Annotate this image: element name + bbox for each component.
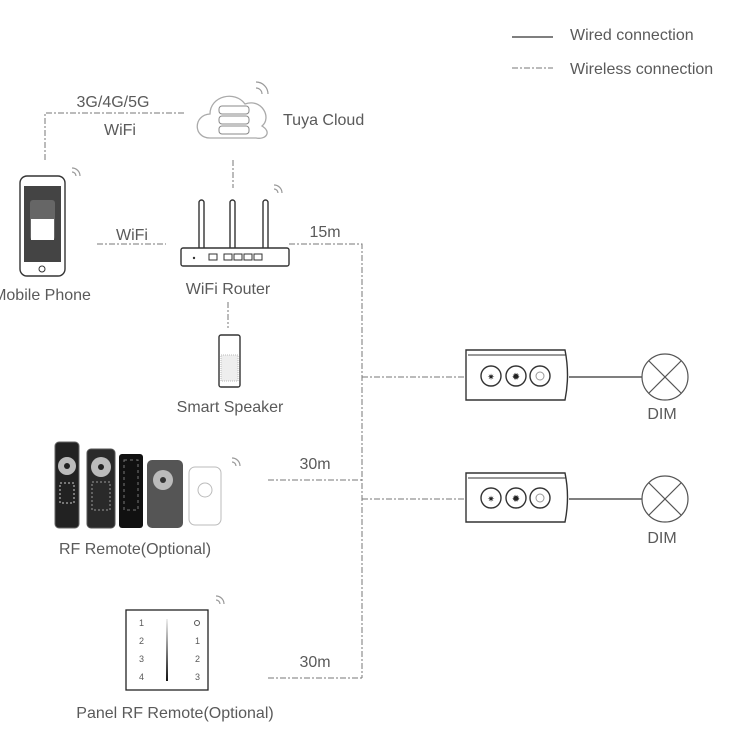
router-bus-link [289, 243, 363, 678]
legend: Wired connection Wireless connection [512, 27, 713, 78]
panel-distance-label: 30m [299, 654, 330, 671]
connections [44, 112, 642, 679]
lamp-icon [641, 353, 689, 401]
panel-key-right-2[interactable]: 2 [195, 654, 200, 664]
panel-key-right-3[interactable]: 3 [195, 672, 200, 682]
panel-power-icon[interactable] [194, 620, 200, 626]
speaker-label: Smart Speaker [177, 399, 284, 416]
legend-wireless-label: Wireless connection [570, 61, 713, 78]
wireless-signal-icon [255, 81, 269, 95]
lamp-icon [641, 475, 689, 523]
router-label: WiFi Router [186, 281, 271, 298]
cloud-wifi-label: WiFi [104, 122, 136, 139]
phone-wifi-label: WiFi [116, 227, 148, 244]
panel-key-left-2[interactable]: 2 [139, 636, 144, 646]
svg-text:✷: ✷ [487, 372, 495, 382]
cellular-label: 3G/4G/5G [77, 94, 150, 111]
router-distance-label: 15m [309, 224, 340, 241]
rf-remote-icon [54, 441, 241, 529]
controller-icon: ✷ ✹ [465, 349, 569, 401]
controller-icon: ✷ ✹ [465, 472, 569, 523]
cloud-server-icon [196, 81, 269, 139]
smart-speaker-icon [218, 334, 241, 388]
wireless-signal-icon [215, 595, 225, 605]
load1-label: DIM [647, 406, 676, 423]
svg-text:✹: ✹ [512, 372, 520, 383]
legend-wired-label: Wired connection [570, 27, 694, 44]
rf-remote-label: RF Remote(Optional) [59, 541, 211, 558]
phone-cloud-link [44, 112, 185, 160]
svg-text:✷: ✷ [487, 494, 495, 504]
panel-key-left-4[interactable]: 4 [139, 672, 144, 682]
phone-label: Mobile Phone [0, 287, 91, 304]
svg-text:✹: ✹ [512, 494, 520, 505]
mobile-phone-icon [19, 167, 81, 277]
panel-remote-icon: 1 2 3 4 1 2 3 [125, 595, 225, 691]
panel-remote-label: Panel RF Remote(Optional) [76, 705, 273, 722]
rf-distance-label: 30m [299, 456, 330, 473]
panel-key-left-1[interactable]: 1 [139, 618, 144, 628]
cloud-label: Tuya Cloud [283, 112, 364, 129]
wireless-signal-icon [71, 167, 81, 177]
panel-key-right-1[interactable]: 1 [195, 636, 200, 646]
panel-key-left-3[interactable]: 3 [139, 654, 144, 664]
router-icon [180, 184, 290, 267]
wireless-signal-icon [273, 184, 283, 194]
wireless-signal-icon [231, 457, 241, 467]
load2-label: DIM [647, 530, 676, 547]
